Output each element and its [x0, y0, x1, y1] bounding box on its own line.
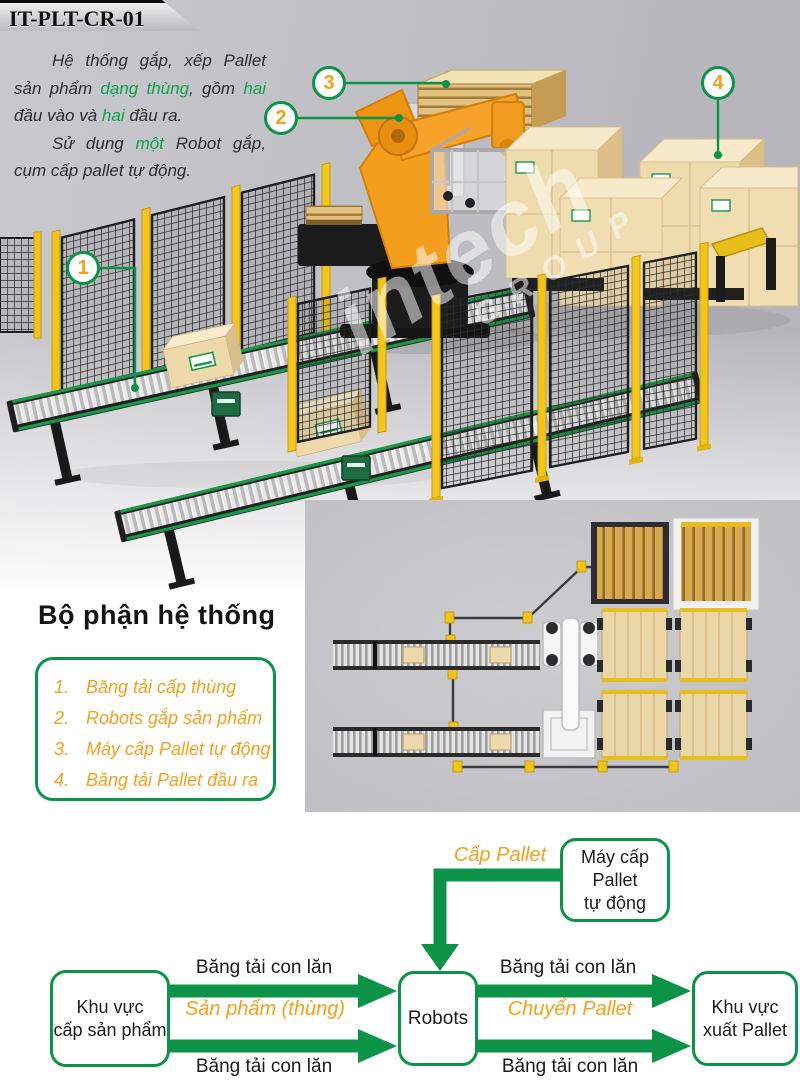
component-item-4-label: Băng tải Pallet đầu ra	[86, 770, 259, 790]
flow-label-conveyor-top-left: Băng tải con lăn	[195, 957, 333, 978]
component-item-2-label: Robots gắp sản phẩm	[86, 708, 263, 728]
callout-3-badge: 3	[312, 66, 346, 100]
intro-paragraph-1: Hệ thống gắp, xếp Pallet sản phẩm dạng t…	[14, 51, 266, 125]
fence-far-left	[0, 231, 42, 339]
callout-2-badge: 2	[264, 101, 298, 135]
callout-1-badge: 1	[66, 251, 100, 285]
component-item-2: 2. Robots gắp sản phẩm	[54, 708, 263, 728]
flow-label-conveyor-bottom-right: Băng tải con lăn	[501, 1056, 639, 1077]
callout-2-number: 2	[275, 106, 287, 129]
palletizer-3d-scene	[0, 69, 799, 590]
flow-diagram-arrows	[170, 868, 691, 1063]
drawing-code-text: IT-PLT-CR-01	[9, 6, 145, 31]
conveyor-motors	[211, 391, 371, 481]
flow-label-conveyor-bottom-left: Băng tải con lăn	[195, 1056, 333, 1077]
component-item-4: 4. Băng tải Pallet đầu ra	[54, 770, 259, 790]
flow-box-pallet-dispenser: Máy cấp Pallet tự động	[560, 838, 670, 922]
layout-top-view	[305, 500, 800, 812]
tv-robot	[542, 617, 599, 759]
component-item-1-label: Băng tải cấp thùng	[86, 677, 237, 697]
carton-box-1	[162, 322, 244, 389]
component-item-1: 1. Băng tải cấp thùng	[54, 677, 237, 697]
intro-text-block: Hệ thống gắp, xếp Pallet sản phẩm dạng t…	[14, 47, 266, 185]
callout-4-badge: 4	[701, 66, 735, 100]
flow-label-chuyen-pallet: Chuyển Pallet	[507, 998, 633, 1020]
callout-4-number: 4	[712, 71, 724, 94]
callout-3-number: 3	[323, 71, 335, 94]
callout-1-number: 1	[77, 256, 89, 279]
drawing-code-badge: IT-PLT-CR-01	[0, 0, 200, 31]
component-item-3-label: Máy cấp Pallet tự động	[86, 739, 271, 759]
tv-pallet-dispenser	[591, 517, 760, 611]
tv-conveyor-2	[333, 727, 540, 757]
flow-box-robots: Robots	[398, 971, 478, 1066]
intro-paragraph-2: Sử dụng một Robot gắp, cụm cấp pallet tự…	[14, 133, 266, 181]
fence-middle-panel	[287, 276, 387, 453]
component-item-3: 3. Máy cấp Pallet tự động	[54, 739, 271, 759]
flow-label-conveyor-top-right: Băng tải con lăn	[499, 957, 637, 978]
outfeed-conveyor-right	[710, 227, 776, 302]
tv-pallet-loads	[597, 608, 752, 760]
fence-right-row	[429, 241, 711, 504]
flow-label-san-pham: Sản phẩm (thùng)	[184, 998, 346, 1020]
flow-box-output-area: Khu vực xuất Pallet	[692, 971, 798, 1066]
tv-conveyor-1	[333, 640, 540, 670]
system-components-heading: Bộ phận hệ thống	[38, 600, 276, 630]
flow-box-supply-area: Khu vực cấp sản phẩm	[50, 970, 170, 1067]
flow-label-cap-pallet: Cấp Pallet	[453, 844, 547, 866]
system-components-box: 1. Băng tải cấp thùng 2. Robots gắp sản …	[35, 657, 276, 801]
